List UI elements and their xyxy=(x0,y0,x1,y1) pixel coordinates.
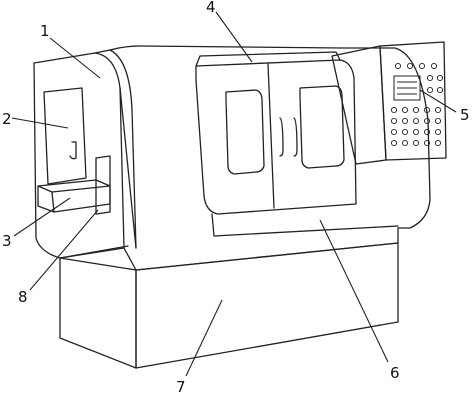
label-4: 4 xyxy=(206,0,216,16)
control-button-icon xyxy=(401,139,409,147)
housing-end-face xyxy=(33,52,125,259)
label-1: 1 xyxy=(40,22,50,40)
control-button-icon xyxy=(401,117,409,125)
left-door-handle xyxy=(279,117,284,157)
end-door-handle xyxy=(69,141,77,160)
label-8: 8 xyxy=(18,288,28,306)
housing-right-end xyxy=(341,47,431,229)
control-button-icon xyxy=(434,117,442,125)
control-button-icon xyxy=(412,117,420,125)
leader-7 xyxy=(185,299,223,377)
base-side-face xyxy=(135,242,399,369)
control-button-icon xyxy=(401,106,409,114)
leader-3 xyxy=(13,197,71,237)
label-3: 3 xyxy=(2,232,12,250)
base-front-face xyxy=(59,257,137,369)
control-button-icon xyxy=(390,128,398,136)
control-panel-side xyxy=(331,45,387,165)
housing-bottom-edge xyxy=(123,227,399,271)
drawer-tray xyxy=(37,179,111,213)
control-button-icon xyxy=(423,106,431,114)
control-button-icon xyxy=(401,128,409,136)
right-door-window xyxy=(299,85,345,169)
drawer-top-edge xyxy=(37,185,111,193)
label-7: 7 xyxy=(176,378,186,396)
control-button-icon xyxy=(434,106,442,114)
door-frame xyxy=(195,51,399,237)
housing-top-edge xyxy=(94,45,343,54)
control-button-icon xyxy=(412,106,420,114)
end-door-outline xyxy=(43,87,87,185)
control-panel-face xyxy=(379,41,447,161)
control-button-icon xyxy=(434,139,442,147)
leader-6 xyxy=(319,219,389,363)
label-5: 5 xyxy=(460,106,470,124)
leader-1 xyxy=(49,37,101,79)
label-6: 6 xyxy=(390,364,400,382)
label-2: 2 xyxy=(2,110,12,128)
control-button-icon xyxy=(394,62,402,70)
control-button-icon xyxy=(436,86,444,94)
control-button-icon xyxy=(423,128,431,136)
door-divider xyxy=(267,63,275,209)
leader-5 xyxy=(419,89,457,113)
right-door-handle xyxy=(293,117,298,157)
control-button-icon xyxy=(390,117,398,125)
housing-front-curve xyxy=(109,49,137,249)
control-buttons xyxy=(390,62,444,147)
control-button-icon xyxy=(390,139,398,147)
control-button-icon xyxy=(430,62,438,70)
control-button-icon xyxy=(418,62,426,70)
control-button-icon xyxy=(436,74,444,82)
leader-2 xyxy=(11,117,69,129)
control-button-icon xyxy=(434,128,442,136)
control-button-icon xyxy=(423,117,431,125)
reference-numerals: 1 2 3 4 5 6 7 8 xyxy=(2,0,470,396)
housing-inner-edge xyxy=(119,87,137,249)
control-button-icon xyxy=(412,128,420,136)
door-frame-top xyxy=(195,51,341,67)
leader-8 xyxy=(29,209,99,291)
base-cabinet xyxy=(59,242,399,369)
drawer-assembly xyxy=(37,155,111,215)
leader-4 xyxy=(215,11,253,63)
control-button-icon xyxy=(426,74,434,82)
control-panel xyxy=(331,41,447,165)
control-button-icon xyxy=(426,86,434,94)
door-frame-outline xyxy=(195,59,357,215)
control-button-icon xyxy=(423,139,431,147)
bracket-plate xyxy=(95,155,111,215)
end-door xyxy=(43,87,87,185)
control-panel-display xyxy=(393,75,421,101)
control-button-icon xyxy=(412,139,420,147)
lower-front-panel xyxy=(211,213,399,237)
leader-lines xyxy=(11,11,457,377)
control-button-icon xyxy=(406,62,414,70)
control-button-icon xyxy=(390,106,398,114)
left-door-window xyxy=(225,89,265,175)
main-housing xyxy=(33,45,431,271)
